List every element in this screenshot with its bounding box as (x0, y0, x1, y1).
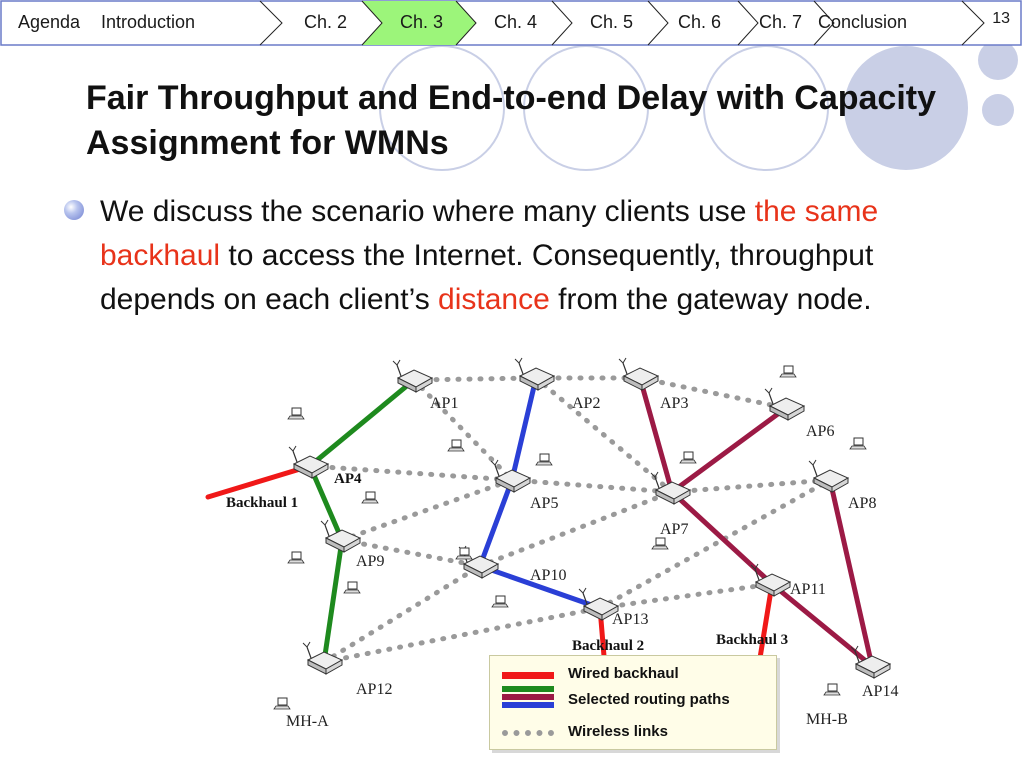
label-mh-b: MH-B (806, 711, 848, 728)
label-ap3: AP3 (660, 395, 688, 412)
label-ap10: AP10 (530, 567, 566, 584)
ap-icon (618, 357, 659, 391)
slide-title: Fair Throughput and End-to-end Delay wit… (86, 79, 937, 162)
laptop-icon (287, 407, 305, 420)
nav-ch4[interactable]: Ch. 4 (494, 12, 538, 32)
legend-swatch-green (502, 686, 554, 692)
laptop-icon (679, 451, 697, 464)
laptop-icon (455, 547, 473, 560)
label-ap7: AP7 (660, 521, 688, 538)
bullet-text: We discuss the scenario where many clien… (100, 190, 990, 322)
ap-icon (808, 459, 849, 493)
bullet-text-part: to access the Internet. Consequently, th… (100, 239, 874, 316)
label-ap13: AP13 (612, 611, 648, 628)
nav-agenda[interactable]: Agenda (18, 12, 81, 32)
legend-swatch-red (502, 672, 554, 679)
laptop-icon (651, 537, 669, 550)
laptop-icon (273, 697, 291, 710)
label-ap14: AP14 (862, 683, 898, 700)
ap-icon (320, 519, 361, 553)
label-ap2: AP2 (572, 395, 600, 412)
nav-ch3[interactable]: Ch. 3 (400, 12, 444, 32)
label-ap11: AP11 (790, 581, 826, 598)
laptop-icon (343, 581, 361, 594)
ap-icon (302, 641, 343, 675)
laptop-icon (849, 437, 867, 450)
laptop-icon (535, 453, 553, 466)
bullet-text-part: We discuss the scenario where many clien… (100, 195, 755, 228)
nav-ch7[interactable]: Ch. 7 (759, 12, 803, 32)
label-ap8: AP8 (848, 495, 876, 512)
wmn-topology-diagram: AP1 AP2 AP3 AP4 AP5 AP6 AP7 AP8 AP9 AP10… (205, 357, 898, 730)
bullet-icon (64, 200, 84, 220)
nav-arrows (0, 0, 1022, 46)
label-ap1: AP1 (430, 395, 458, 412)
ap-icon (392, 359, 433, 393)
wireless-links (307, 375, 833, 665)
laptop-icon (491, 595, 509, 608)
laptop-icon (779, 365, 797, 378)
label-ap5: AP5 (530, 495, 558, 512)
laptop-icon (447, 439, 465, 452)
ap-icon (514, 357, 555, 391)
legend-wired-label: Wired backhaul (568, 665, 679, 682)
nav-ch6[interactable]: Ch. 6 (678, 12, 722, 32)
nav-introduction[interactable]: Introduction (101, 12, 196, 32)
slide-page-number: 13 (992, 10, 1010, 27)
routing-paths (205, 375, 875, 669)
diagram-legend: Wired backhaul Selected routing paths Wi… (489, 655, 777, 750)
label-mh-a: MH-A (286, 713, 329, 730)
legend-selected-label: Selected routing paths (568, 691, 730, 708)
highlight-same-backhaul: the same backhaul (100, 195, 879, 272)
label-backhaul-2: Backhaul 2 (572, 638, 644, 654)
legend-swatch-blue (502, 702, 554, 708)
legend-swatch-maroon (502, 694, 554, 700)
highlight-distance: distance (438, 283, 550, 316)
label-ap12: AP12 (356, 681, 392, 698)
chapter-navigation-bar: Agenda Introduction Ch. 2 Ch. 3 Ch. 4 Ch… (0, 0, 1024, 46)
label-backhaul-1: Backhaul 1 (226, 495, 298, 511)
label-backhaul-3: Backhaul 3 (716, 632, 788, 648)
nav-ch5[interactable]: Ch. 5 (590, 12, 634, 32)
label-ap9: AP9 (356, 553, 384, 570)
nav-conclusion[interactable]: Conclusion (818, 12, 908, 32)
legend-wireless-label: Wireless links (568, 723, 668, 740)
legend-swatch-dotted (502, 730, 554, 736)
laptop-icon (361, 491, 379, 504)
laptop-icon (287, 551, 305, 564)
node-labels: AP1 AP2 AP3 AP4 AP5 AP6 AP7 AP8 AP9 AP10… (226, 395, 898, 730)
laptop-icon (823, 683, 841, 696)
label-ap4: AP4 (334, 471, 362, 487)
nav-ch2[interactable]: Ch. 2 (304, 12, 348, 32)
decorative-circles (379, 40, 1018, 171)
bullet-text-part: from the gateway node. (549, 283, 872, 316)
label-ap6: AP6 (806, 423, 834, 440)
